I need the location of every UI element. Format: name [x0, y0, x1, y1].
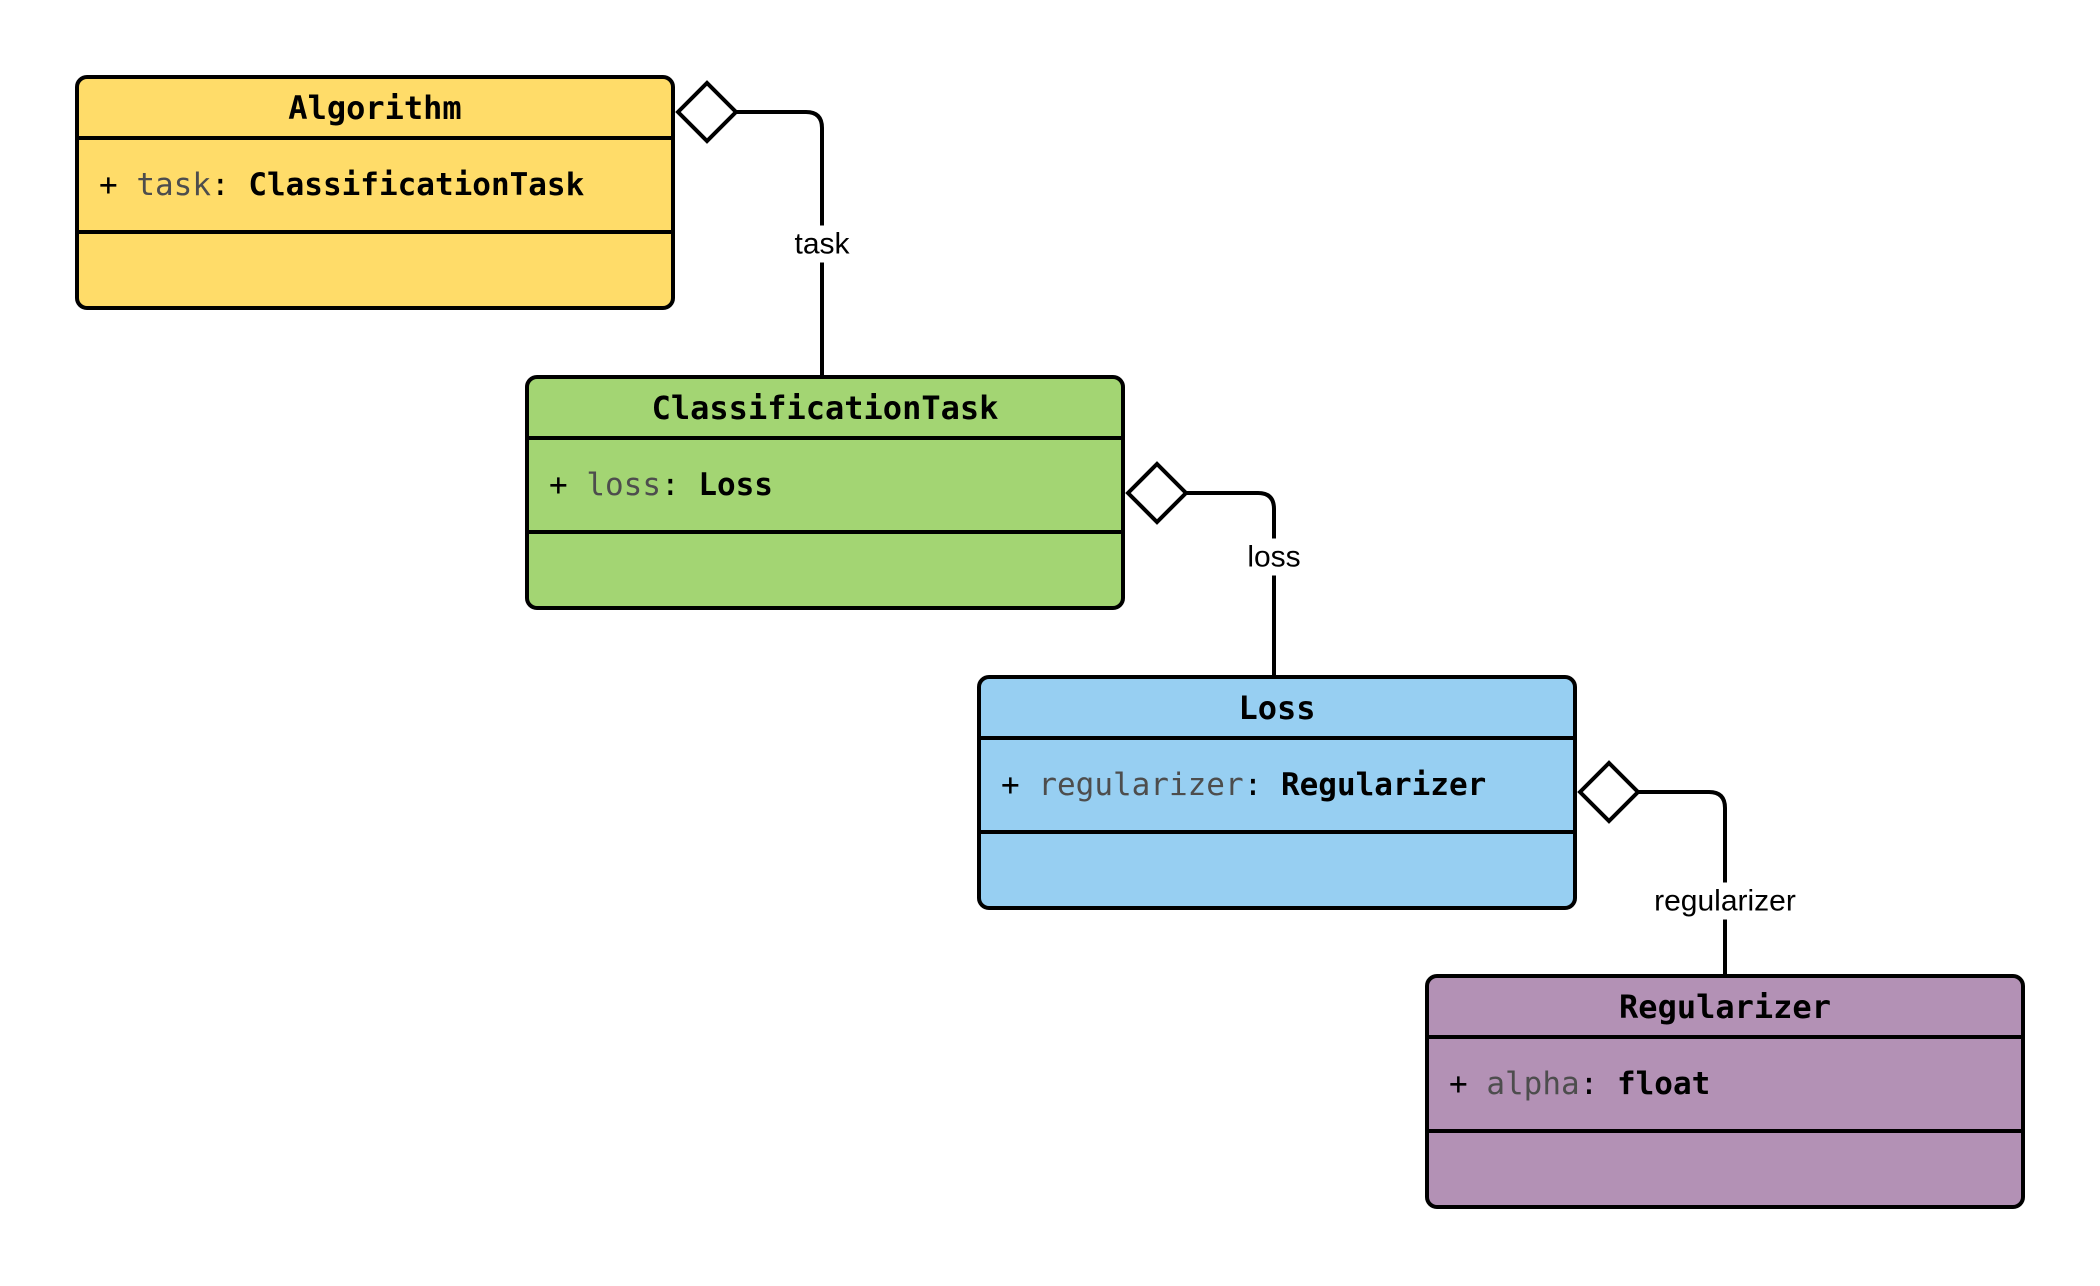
attribute-type: Regularizer	[1280, 767, 1487, 803]
attribute-separator: :	[1243, 767, 1263, 803]
class-box-classification-task: ClassificationTask + loss: Loss	[525, 375, 1125, 610]
attribute-visibility: +	[549, 467, 568, 503]
class-methods-empty	[79, 234, 671, 306]
aggregation-diamond-icon	[1125, 461, 1189, 525]
attribute-name: regularizer	[1038, 767, 1244, 803]
class-methods-empty	[981, 834, 1573, 906]
class-title: ClassificationTask	[529, 379, 1121, 440]
attribute-type: float	[1616, 1066, 1711, 1102]
class-title: Algorithm	[79, 79, 671, 140]
attribute-separator: :	[660, 467, 680, 503]
edge-label-task: task	[786, 225, 858, 263]
connector-line	[736, 110, 824, 375]
attribute-visibility: +	[1001, 767, 1020, 803]
class-box-regularizer: Regularizer + alpha: float	[1425, 974, 2025, 1209]
attribute-separator: :	[1579, 1066, 1599, 1102]
attribute-visibility: +	[99, 167, 118, 203]
class-methods-empty	[529, 534, 1121, 606]
class-attributes: + alpha: float	[1429, 1039, 2021, 1133]
class-attributes: + regularizer: Regularizer	[981, 740, 1573, 834]
attribute-name: loss	[586, 467, 661, 503]
edge-label-regularizer: regularizer	[1646, 882, 1804, 920]
class-box-loss: Loss + regularizer: Regularizer	[977, 675, 1577, 910]
class-attributes: + task: ClassificationTask	[79, 140, 671, 234]
attribute-visibility: +	[1449, 1066, 1468, 1102]
class-methods-empty	[1429, 1133, 2021, 1205]
attribute-type: ClassificationTask	[248, 167, 585, 203]
class-title: Loss	[981, 679, 1573, 740]
aggregation-regularizer-connector	[1577, 760, 1727, 974]
aggregation-diamond-icon	[1577, 760, 1641, 824]
class-box-algorithm: Algorithm + task: ClassificationTask	[75, 75, 675, 310]
attribute-type: Loss	[698, 467, 773, 503]
connector-line	[1638, 790, 1727, 974]
aggregation-task-connector	[675, 80, 824, 375]
connector-line	[1186, 491, 1276, 675]
aggregation-diamond-icon	[675, 80, 739, 144]
aggregation-loss-connector	[1125, 461, 1276, 675]
class-attributes: + loss: Loss	[529, 440, 1121, 534]
edge-label-loss: loss	[1239, 538, 1309, 576]
attribute-name: alpha	[1486, 1066, 1580, 1102]
class-title: Regularizer	[1429, 978, 2021, 1039]
attribute-name: task	[136, 167, 211, 203]
attribute-separator: :	[210, 167, 230, 203]
